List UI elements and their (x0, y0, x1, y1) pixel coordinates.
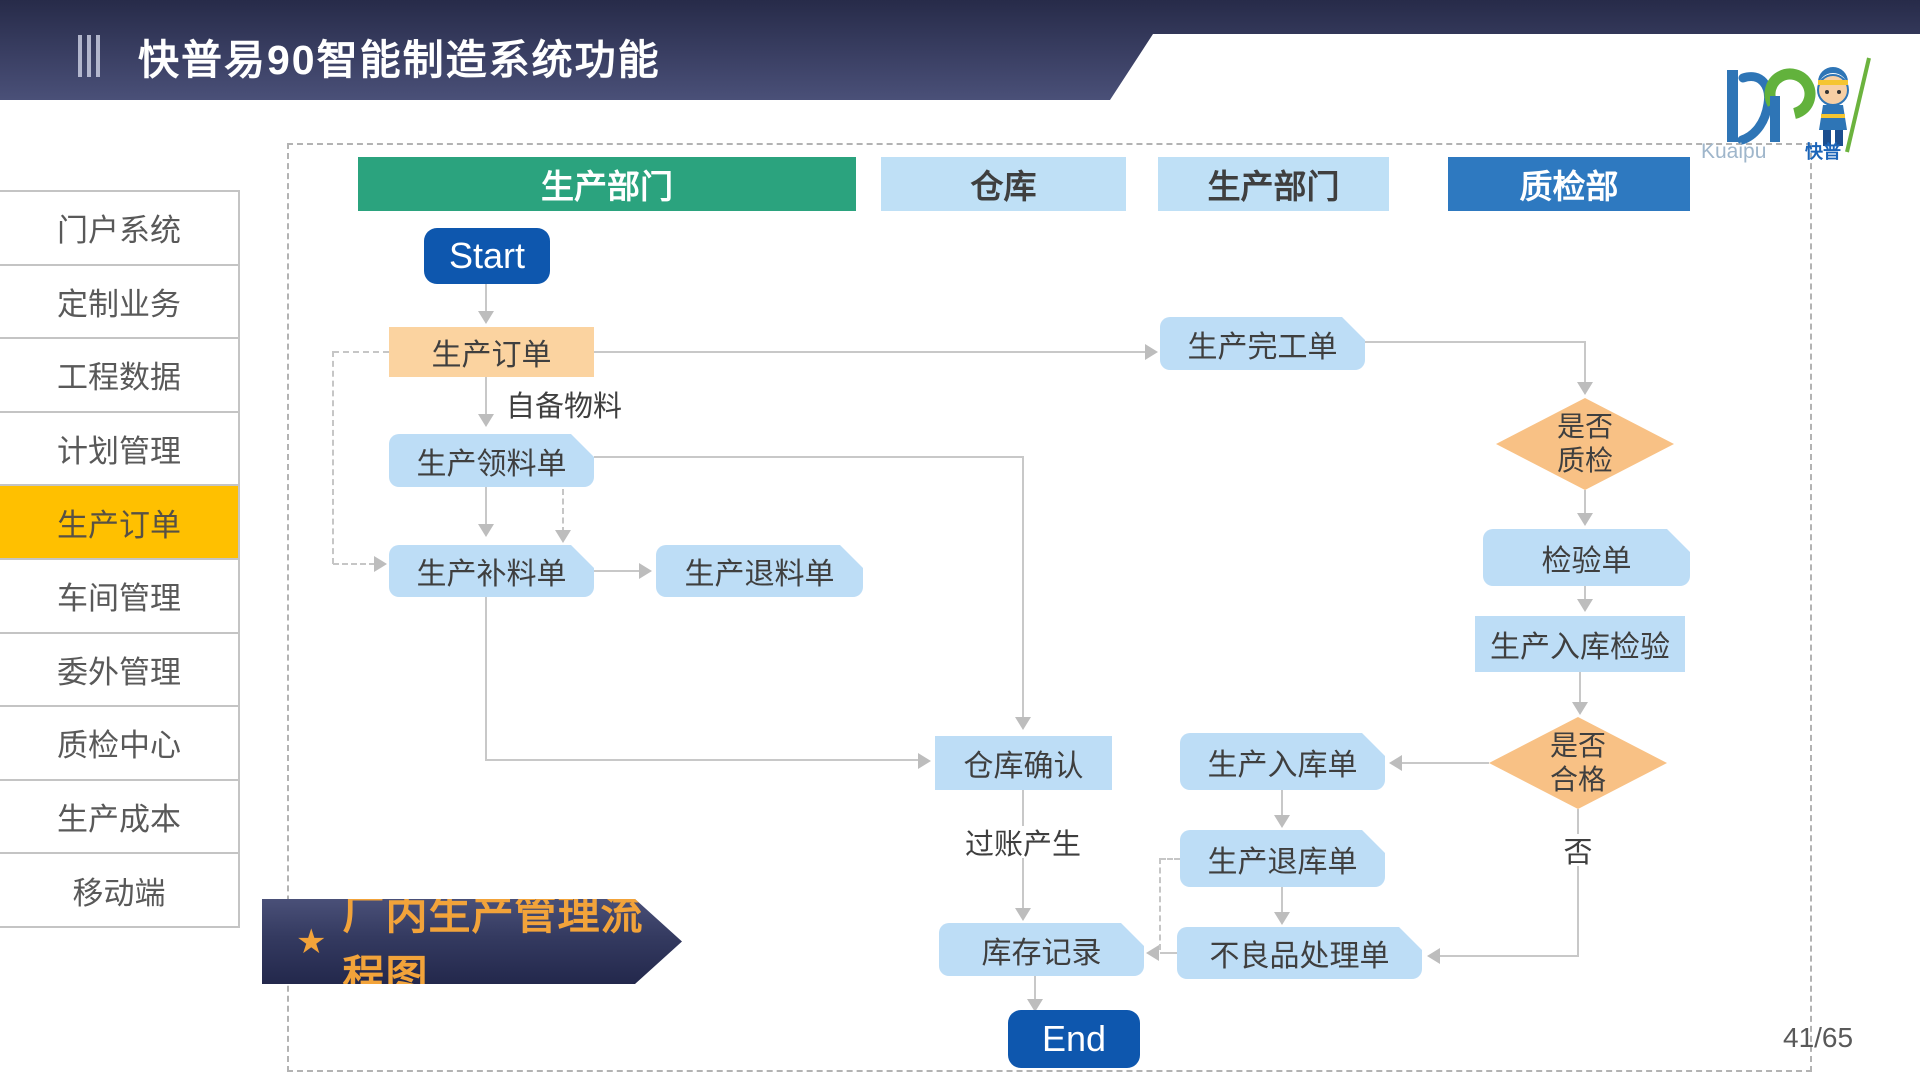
node-warehouse-in: 生产入库单 (1180, 733, 1385, 790)
connector (1584, 490, 1586, 516)
connector (485, 487, 487, 527)
sidebar-item-4[interactable]: 生产订单 (0, 486, 238, 560)
arrowhead (1274, 912, 1290, 925)
arrowhead (1145, 344, 1158, 360)
sidebar-item-0[interactable]: 门户系统 (0, 192, 238, 266)
node-end: End (1008, 1010, 1140, 1068)
column-header-qc-dept: 质检部 (1448, 157, 1690, 211)
connector (1577, 809, 1579, 957)
edge-label-posting: 过账产生 (958, 826, 1088, 861)
connector (1281, 887, 1283, 915)
kuaipu-logo-graphic: Kuaipu 快普 (1701, 57, 1871, 163)
page-number: 41/65 (1783, 1022, 1854, 1053)
node-inspect-sheet: 检验单 (1483, 529, 1690, 586)
connector (1440, 955, 1579, 957)
logo-cn-text: 快普 (1805, 141, 1841, 162)
dashed-connector (333, 351, 389, 353)
title-bars-icon (78, 35, 100, 77)
connector (485, 597, 487, 761)
column-header-production-2: 生产部门 (1158, 157, 1389, 211)
connector (1281, 790, 1283, 818)
arrowhead (1389, 755, 1402, 771)
node-warehouse-confirm: 仓库确认 (935, 736, 1112, 790)
node-return-material: 生产退料单 (656, 545, 863, 597)
connector (1160, 952, 1178, 954)
page-title: 快普易90智能制造系统功能 (138, 37, 661, 83)
edge-label-no: 否 (1562, 834, 1594, 869)
node-refill-list: 生产补料单 (389, 545, 594, 597)
node-warehouse-return: 生产退库单 (1180, 830, 1385, 887)
sidebar-item-3[interactable]: 计划管理 (0, 413, 238, 487)
sidebar-item-6[interactable]: 委外管理 (0, 634, 238, 708)
arrowhead (1427, 948, 1440, 964)
arrowhead (1577, 599, 1593, 612)
sidebar-item-2[interactable]: 工程数据 (0, 339, 238, 413)
arrowhead (478, 414, 494, 427)
star-icon: ★ (296, 922, 327, 961)
node-warehouse-inspect: 生产入库检验 (1475, 616, 1685, 672)
arrowhead (374, 556, 387, 572)
dashed-connector (332, 351, 334, 564)
column-header-production-1: 生产部门 (358, 157, 856, 211)
connector (1365, 341, 1585, 343)
sidebar-menu: 门户系统定制业务工程数据计划管理生产订单车间管理委外管理质检中心生产成本移动端 (0, 190, 240, 928)
node-pick-list: 生产领料单 (389, 434, 594, 487)
node-defect-handle: 不良品处理单 (1177, 927, 1422, 979)
arrowhead (1015, 908, 1031, 921)
arrowhead (478, 524, 494, 537)
arrowhead (1577, 513, 1593, 526)
arrowhead (1577, 382, 1593, 395)
arrowhead (478, 311, 494, 324)
dashed-connector (1160, 858, 1180, 860)
flowchart-border (287, 143, 1812, 1072)
arrowhead (1027, 999, 1043, 1012)
connector (1022, 456, 1024, 720)
sidebar-item-9[interactable]: 移动端 (0, 854, 238, 928)
connector (1034, 976, 1036, 1002)
arrowhead (918, 753, 931, 769)
connector (485, 759, 919, 761)
connector (1400, 762, 1489, 764)
title-wrap: 快普易90智能制造系统功能 (78, 26, 661, 86)
arrowhead (1572, 702, 1588, 715)
sidebar-item-8[interactable]: 生产成本 (0, 781, 238, 855)
node-stock-record: 库存记录 (939, 923, 1144, 976)
node-start: Start (424, 228, 550, 284)
dashed-connector (1159, 858, 1161, 950)
sidebar-item-5[interactable]: 车间管理 (0, 560, 238, 634)
connector (1579, 672, 1581, 706)
sidebar-item-7[interactable]: 质检中心 (0, 707, 238, 781)
connector (594, 351, 1146, 353)
connector (1584, 341, 1586, 385)
arrowhead (639, 563, 652, 579)
connector (594, 456, 1023, 458)
logo-latin-text: Kuaipu (1701, 140, 1766, 163)
node-production-order: 生产订单 (389, 327, 594, 377)
caption-banner: ★ 厂内生产管理流程图 (262, 899, 682, 984)
connector (485, 284, 487, 314)
column-header-warehouse: 仓库 (881, 157, 1126, 211)
sidebar-item-1[interactable]: 定制业务 (0, 266, 238, 340)
caption-text: 厂内生产管理流程图 (342, 890, 644, 999)
dashed-connector (333, 563, 375, 565)
edge-label-self-material: 自备物料 (502, 388, 626, 423)
connector (485, 377, 487, 417)
arrowhead (1146, 945, 1159, 961)
arrowhead (1015, 717, 1031, 730)
kuaipu-logo: Kuaipu 快普 (1695, 52, 1885, 170)
connector (594, 570, 640, 572)
node-finish-sheet: 生产完工单 (1160, 317, 1365, 370)
arrowhead (1274, 815, 1290, 828)
connector (1584, 586, 1586, 602)
dashed-connector (562, 489, 564, 533)
arrowhead (555, 530, 571, 543)
